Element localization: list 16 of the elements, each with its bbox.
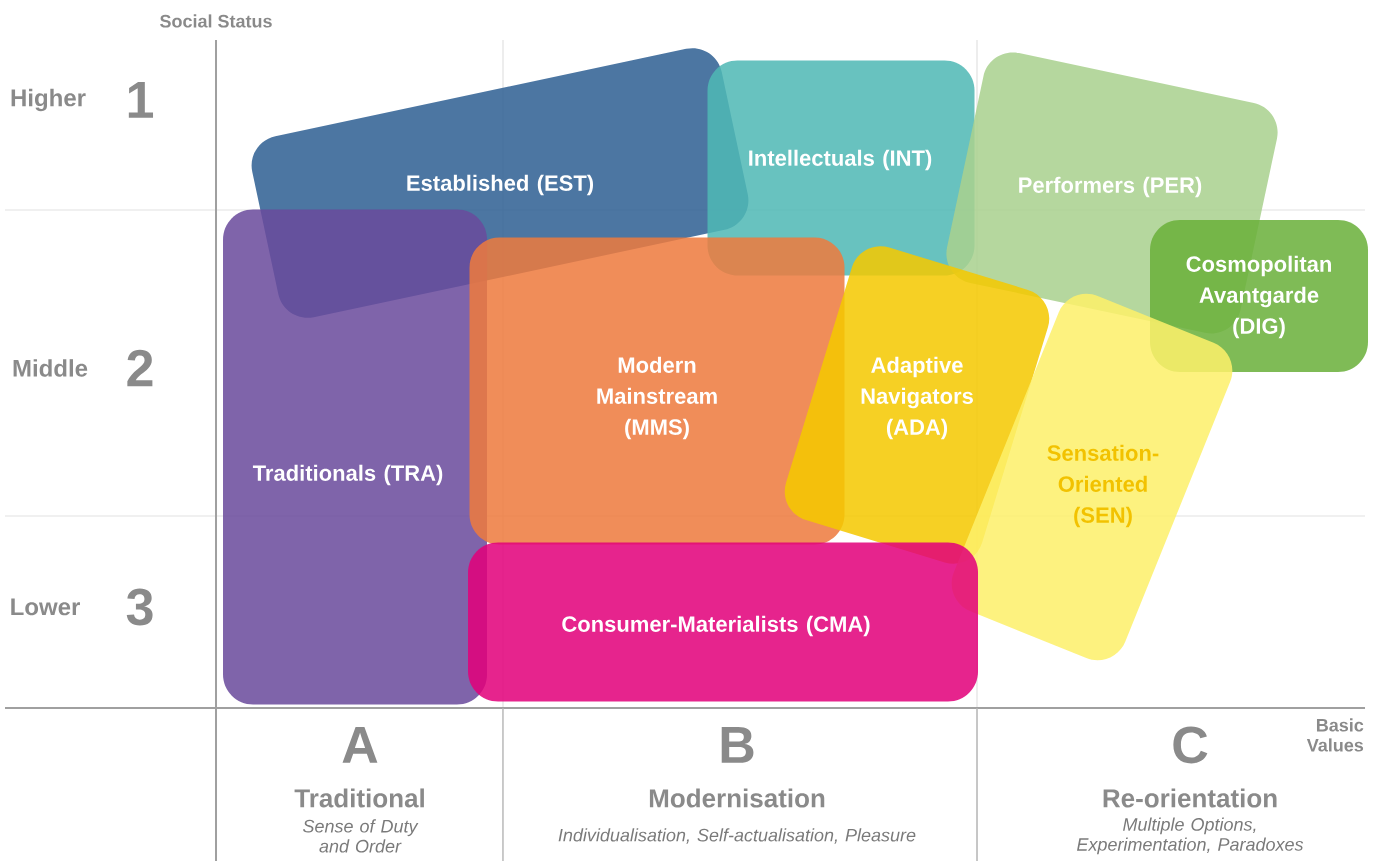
status-number: 3 [126, 588, 153, 626]
value-description: Individualisation, Self-actualisation, Pleasure [558, 828, 916, 844]
axis-title: Social Status [160, 14, 272, 28]
value-heading: Traditional [294, 788, 424, 808]
status-label: Higher [11, 88, 86, 112]
value-description: Multiple Options, Experimentation, Paradoxes [1077, 817, 1304, 855]
value-heading: Modernisation [649, 788, 825, 808]
value-letter: A [342, 727, 378, 763]
status-label: Lower [11, 598, 80, 616]
status-number: 2 [127, 349, 153, 387]
value-letter: C [1173, 726, 1208, 764]
status-label: Middle [13, 359, 88, 377]
value-description: Sense of Duty and Order [303, 819, 419, 853]
axis-title: Basic Values [1306, 718, 1364, 752]
status-number: 1 [128, 82, 154, 118]
value-heading: Re-orientation [1103, 788, 1277, 808]
